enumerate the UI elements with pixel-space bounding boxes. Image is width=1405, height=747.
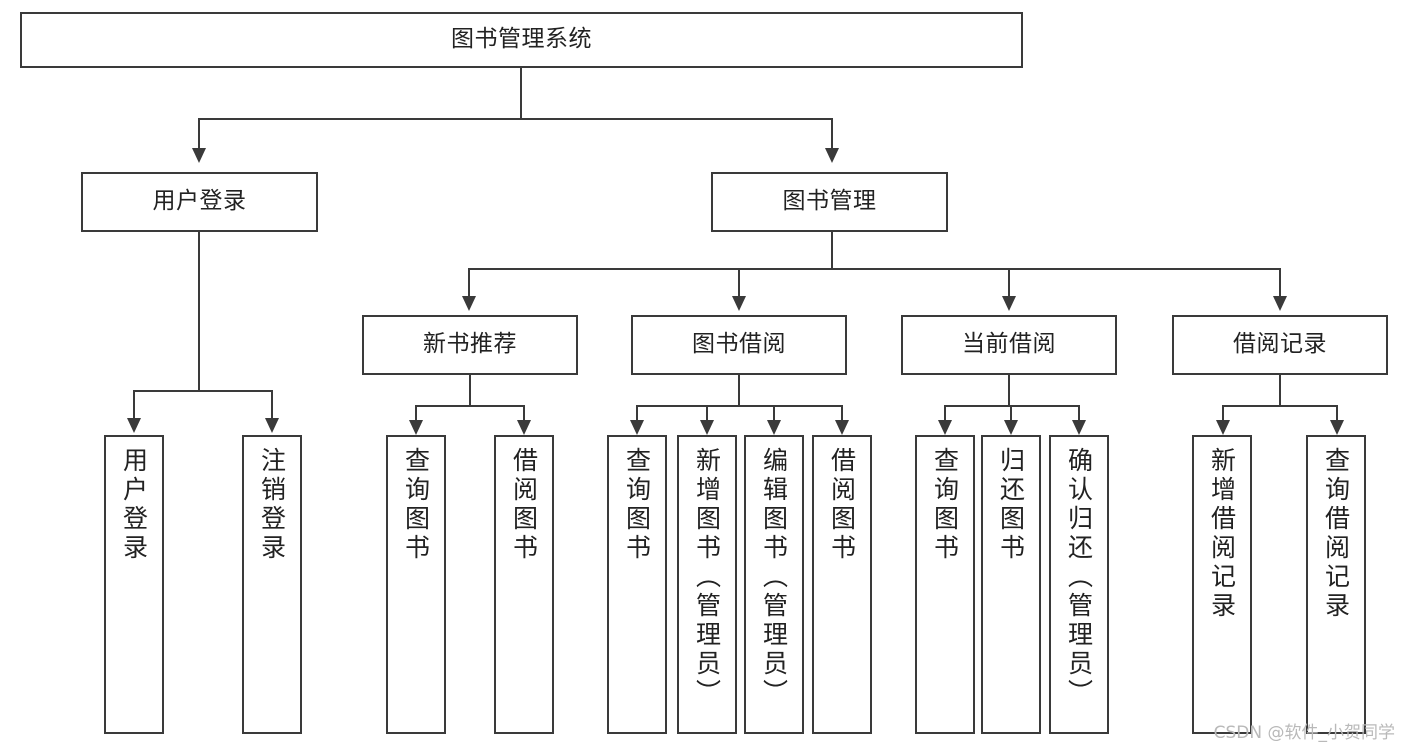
edge-current-borrow-to-leaf-2 [1078, 405, 1080, 423]
edge-bm-to-l3-3 [1279, 268, 1281, 298]
arrow-bm-to-l3-2 [1002, 296, 1016, 311]
node-label: 图书管理 [782, 188, 877, 215]
arrow-borrow-record-to-leaf-0 [1216, 420, 1230, 435]
arrow-book-borrow-to-leaf-0 [630, 420, 644, 435]
arrow-current-borrow-to-leaf-0 [938, 420, 952, 435]
edge-user-login-stem [198, 232, 200, 392]
node-new-book-recommend[interactable]: 新书推荐 [362, 315, 578, 375]
edge-user-login-bus [133, 390, 271, 392]
edge-bm-to-l3-0 [468, 268, 470, 298]
edge-book-borrow-stem [738, 375, 740, 407]
node-label: 借阅记录 [1233, 331, 1327, 358]
arrow-book-borrow-to-leaf-3 [835, 420, 849, 435]
arrow-user-login-to-leaf-0 [127, 418, 141, 433]
edge-bm-to-l3-1 [738, 268, 740, 298]
edge-new-book-stem [469, 375, 471, 407]
node-label: 借阅图书 [509, 447, 539, 563]
arrow-book-borrow-to-leaf-2 [767, 420, 781, 435]
csdn-watermark: CSDN @软件_小贺同学 [1213, 723, 1395, 743]
leaf-book-borrow-borrow-books[interactable]: 借阅图书 [812, 435, 872, 734]
node-borrow-record[interactable]: 借阅记录 [1172, 315, 1388, 375]
edge-current-borrow-to-leaf-1 [1010, 405, 1012, 423]
node-label: 借阅图书 [827, 447, 857, 563]
node-user-login[interactable]: 用户登录 [81, 172, 318, 232]
edge-bm-to-l3-2 [1008, 268, 1010, 298]
arrow-bm-to-l3-3 [1273, 296, 1287, 311]
node-label: 编辑图书（管理员） [759, 447, 789, 708]
leaf-current-borrow-return-books[interactable]: 归还图书 [981, 435, 1041, 734]
leaf-current-borrow-confirm-return-admin[interactable]: 确认归还（管理员） [1049, 435, 1109, 734]
leaf-borrow-record-query-record[interactable]: 查询借阅记录 [1306, 435, 1366, 734]
node-label: 新增借阅记录 [1207, 447, 1237, 621]
arrow-root-to-user-login [192, 148, 206, 163]
node-book-management[interactable]: 图书管理 [711, 172, 948, 232]
node-label: 当前借阅 [962, 331, 1056, 358]
edge-book-management-bus [468, 268, 1281, 270]
edge-book-borrow-to-leaf-0 [636, 405, 638, 423]
node-label: 新增图书（管理员） [692, 447, 722, 708]
arrow-current-borrow-to-leaf-1 [1004, 420, 1018, 435]
leaf-new-book-query-books[interactable]: 查询图书 [386, 435, 446, 734]
node-current-borrow[interactable]: 当前借阅 [901, 315, 1117, 375]
edge-book-management-stem [831, 232, 833, 270]
edge-user-login-to-leaf-0 [133, 390, 135, 420]
node-label: 新书推荐 [423, 331, 517, 358]
leaf-logout[interactable]: 注销登录 [242, 435, 302, 734]
leaf-book-borrow-add-book-admin[interactable]: 新增图书（管理员） [677, 435, 737, 734]
edge-new-book-to-leaf-1 [523, 405, 525, 423]
edge-book-borrow-to-leaf-2 [773, 405, 775, 423]
arrow-root-to-book-management [825, 148, 839, 163]
leaf-book-borrow-edit-book-admin[interactable]: 编辑图书（管理员） [744, 435, 804, 734]
edge-root-stem [520, 68, 522, 118]
edge-borrow-record-to-leaf-0 [1222, 405, 1224, 423]
leaf-current-borrow-query-books[interactable]: 查询图书 [915, 435, 975, 734]
node-label: 用户登录 [152, 188, 247, 215]
edge-current-borrow-stem [1008, 375, 1010, 407]
node-label: 查询图书 [930, 447, 960, 563]
edge-root-to-book-management [831, 118, 833, 150]
node-label: 确认归还（管理员） [1064, 447, 1094, 708]
arrow-current-borrow-to-leaf-2 [1072, 420, 1086, 435]
node-label: 注销登录 [257, 447, 287, 563]
edge-current-borrow-to-leaf-0 [944, 405, 946, 423]
node-root-book-management-system[interactable]: 图书管理系统 [20, 12, 1023, 68]
arrow-bm-to-l3-1 [732, 296, 746, 311]
edge-new-book-bus [415, 405, 525, 407]
node-label: 查询借阅记录 [1321, 447, 1351, 621]
leaf-borrow-record-add-record[interactable]: 新增借阅记录 [1192, 435, 1252, 734]
node-label: 归还图书 [996, 447, 1026, 563]
edge-borrow-record-stem [1279, 375, 1281, 407]
node-label: 查询图书 [401, 447, 431, 563]
arrow-new-book-to-leaf-0 [409, 420, 423, 435]
node-book-borrow[interactable]: 图书借阅 [631, 315, 847, 375]
leaf-book-borrow-query-books[interactable]: 查询图书 [607, 435, 667, 734]
node-label: 图书管理系统 [451, 26, 592, 53]
edge-borrow-record-bus [1222, 405, 1338, 407]
arrow-user-login-to-leaf-1 [265, 418, 279, 433]
arrow-new-book-to-leaf-1 [517, 420, 531, 435]
edge-new-book-to-leaf-0 [415, 405, 417, 423]
edge-root-to-user-login [198, 118, 200, 150]
node-label: 图书借阅 [692, 331, 786, 358]
leaf-user-login[interactable]: 用户登录 [104, 435, 164, 734]
edge-book-borrow-bus [636, 405, 842, 407]
edge-root-bus [198, 118, 833, 120]
arrow-book-borrow-to-leaf-1 [700, 420, 714, 435]
edge-user-login-to-leaf-1 [271, 390, 273, 420]
node-label: 用户登录 [119, 447, 149, 563]
arrow-bm-to-l3-0 [462, 296, 476, 311]
edge-book-borrow-to-leaf-3 [841, 405, 843, 423]
edge-borrow-record-to-leaf-1 [1336, 405, 1338, 423]
arrow-borrow-record-to-leaf-1 [1330, 420, 1344, 435]
node-label: 查询图书 [622, 447, 652, 563]
leaf-new-book-borrow-books[interactable]: 借阅图书 [494, 435, 554, 734]
edge-book-borrow-to-leaf-1 [706, 405, 708, 423]
